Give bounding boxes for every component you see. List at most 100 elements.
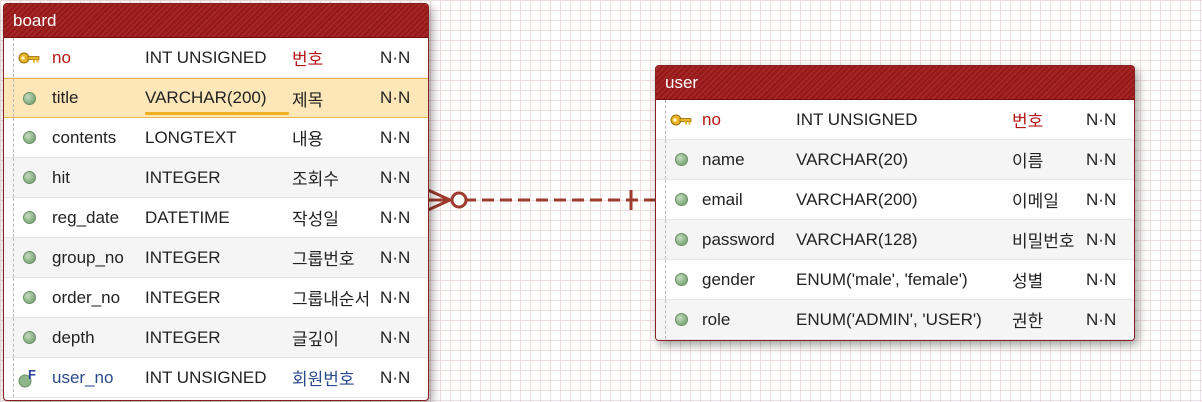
table-row[interactable]: reg_date DATETIME 작성일 N·N [4, 198, 428, 238]
table-row[interactable]: order_no INTEGER 그룹내순서 N·N [4, 278, 428, 318]
column-nullable: N·N [1086, 309, 1117, 329]
tree-guide-line [665, 300, 666, 339]
column-comment: 글깊이 [292, 330, 339, 349]
column-type: VARCHAR(200) [796, 189, 918, 209]
table-row[interactable]: name VARCHAR(20) 이름 N·N [656, 140, 1134, 180]
tree-guide-line [13, 358, 14, 397]
column-nullable: N·N [1086, 229, 1117, 249]
column-dot-icon [670, 149, 692, 171]
column-name: hit [52, 167, 70, 187]
column-nullable: N·N [380, 367, 411, 387]
column-comment: 작성일 [292, 210, 339, 229]
user-title: user [665, 72, 699, 92]
user-header[interactable]: user [656, 66, 1134, 100]
column-type: INTEGER [145, 167, 221, 187]
column-type: INT UNSIGNED [145, 47, 267, 67]
board-columns: no INT UNSIGNED 번호 N·N title VARCHAR(200) 제목 N·… [4, 38, 428, 398]
column-comment: 번호 [292, 50, 324, 69]
column-nullable: N·N [380, 207, 411, 227]
primary-key-icon [18, 47, 40, 69]
column-name: reg_date [52, 207, 120, 227]
column-comment: 번호 [1012, 112, 1044, 131]
board-entity[interactable]: board no INT UNSIGNED 번호 N·N title VARCHAR(20… [3, 3, 429, 401]
column-comment: 이름 [1012, 152, 1044, 171]
table-row[interactable]: role ENUM('ADMIN', 'USER') 권한 N·N [656, 300, 1134, 340]
board-title: board [13, 10, 57, 30]
column-dot-icon [670, 229, 692, 251]
column-comment: 조회수 [292, 170, 339, 189]
column-name: order_no [52, 287, 121, 307]
column-comment: 권한 [1012, 312, 1044, 331]
column-name: role [702, 309, 731, 329]
column-dot-icon [18, 327, 40, 349]
column-nullable: N·N [380, 287, 411, 307]
column-type: INTEGER [145, 287, 221, 307]
primary-key-icon [670, 109, 692, 131]
column-name: name [702, 149, 745, 169]
column-type: ENUM('male', 'female') [796, 269, 968, 289]
column-comment: 그룹내순서 [292, 290, 371, 309]
foreign-key-icon: F [18, 367, 40, 389]
column-nullable: N·N [380, 47, 411, 67]
table-row[interactable]: title VARCHAR(200) 제목 N·N [4, 78, 428, 118]
column-comment: 회원번호 [292, 370, 355, 389]
column-comment: 제목 [292, 90, 324, 110]
column-comment: 성별 [1012, 272, 1044, 291]
column-name: user_no [52, 367, 114, 387]
tree-guide-line [665, 140, 666, 179]
tree-guide-line [665, 180, 666, 219]
column-dot-icon [18, 287, 40, 309]
tree-guide-line [665, 260, 666, 299]
column-dot-icon [18, 127, 40, 149]
tree-guide-line [665, 100, 666, 139]
tree-guide-line [13, 198, 14, 237]
column-type: LONGTEXT [145, 127, 237, 147]
column-dot-icon [670, 269, 692, 291]
tree-guide-line [13, 79, 14, 117]
column-dot-icon [18, 207, 40, 229]
column-nullable: N·N [380, 327, 411, 347]
column-comment: 내용 [292, 130, 324, 149]
column-comment: 그룹번호 [292, 250, 355, 269]
column-name: email [702, 189, 743, 209]
column-comment: 이메일 [1012, 192, 1059, 211]
column-dot-icon [18, 167, 40, 189]
column-dot-icon [670, 309, 692, 331]
column-name: title [52, 88, 79, 107]
column-nullable: N·N [380, 88, 411, 107]
svg-text:F: F [28, 368, 36, 382]
column-name: depth [52, 327, 95, 347]
tree-guide-line [13, 158, 14, 197]
column-type: DATETIME [145, 207, 230, 227]
board-header[interactable]: board [4, 4, 428, 38]
column-nullable: N·N [380, 247, 411, 267]
table-row[interactable]: no INT UNSIGNED 번호 N·N [4, 38, 428, 78]
tree-guide-line [665, 220, 666, 259]
column-name: no [52, 47, 71, 67]
table-row[interactable]: hit INTEGER 조회수 N·N [4, 158, 428, 198]
column-name: contents [52, 127, 117, 147]
column-name: group_no [52, 247, 124, 267]
column-dot-icon [18, 247, 40, 269]
column-type: VARCHAR(20) [796, 149, 909, 169]
column-nullable: N·N [1086, 149, 1117, 169]
column-dot-icon [18, 87, 40, 109]
column-nullable: N·N [1086, 109, 1117, 129]
column-type: ENUM('ADMIN', 'USER') [796, 309, 982, 329]
tree-guide-line [13, 38, 14, 77]
column-type: VARCHAR(200) [145, 88, 267, 107]
column-nullable: N·N [1086, 269, 1117, 289]
column-nullable: N·N [380, 167, 411, 187]
tree-guide-line [13, 318, 14, 357]
